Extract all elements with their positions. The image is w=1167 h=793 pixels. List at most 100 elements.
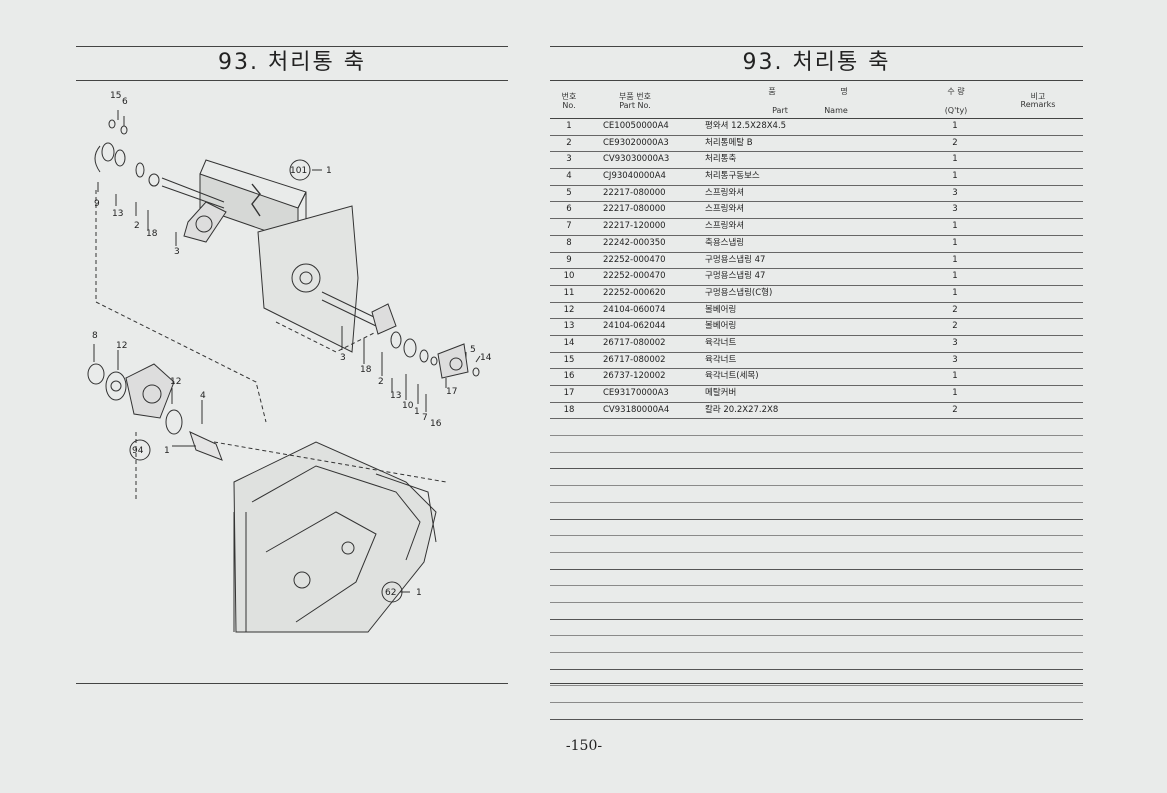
- part-number: 24104-062044: [603, 321, 666, 332]
- table-row: 14 26717-080002 육각너트 3: [550, 336, 1083, 353]
- table-row-empty: [550, 436, 1083, 453]
- header-name-en-1: Part: [772, 106, 788, 115]
- table-row-empty: [550, 586, 1083, 603]
- callout-13: 13: [112, 209, 123, 219]
- part-no-index: 5: [566, 187, 572, 198]
- callout-13b: 13: [390, 391, 401, 401]
- part-no-index: 13: [563, 321, 575, 332]
- part-name: 메탈커버: [705, 388, 737, 398]
- part-no-index: 18: [563, 404, 575, 415]
- right-top-rule: [550, 46, 1083, 47]
- part-qty: 1: [952, 371, 958, 382]
- part-no-index: 11: [563, 287, 575, 298]
- page-number: -150-: [565, 738, 603, 754]
- part-qty: 2: [952, 321, 958, 332]
- part-no-index: 12: [563, 304, 575, 315]
- left-page-title: 93. 처리통 축: [218, 50, 366, 75]
- part-name: 스프링와셔: [705, 221, 745, 232]
- callout-12b: 12: [170, 377, 181, 387]
- part-number: 26737-120002: [603, 371, 666, 382]
- callout-94: 94: [132, 446, 144, 456]
- left-title-rule: [76, 80, 508, 81]
- part-name: 볼베어링: [705, 321, 737, 332]
- part-qty: 3: [952, 337, 958, 348]
- part-no-index: 6: [566, 204, 572, 215]
- table-row: 13 24104-062044 볼베어링 2: [550, 319, 1083, 336]
- part-qty: 2: [952, 404, 958, 415]
- header-no-ko: 번호: [561, 92, 577, 101]
- part-name: 처리통구동보스: [705, 171, 760, 182]
- part-no-index: 15: [563, 354, 575, 365]
- header-remarks-en: Remarks: [1020, 100, 1056, 109]
- part-name: 볼베어링: [705, 304, 737, 315]
- part-number: 22252-000470: [603, 271, 666, 282]
- part-number: 26717-080002: [603, 337, 666, 348]
- part-no-index: 4: [566, 171, 572, 182]
- exploded-parts-diagram: 15 6 9 13 2 18 3 101 1 3 18 2 13 10 1 7 …: [87, 91, 492, 633]
- part-number: CE10050000A4: [603, 121, 669, 131]
- part-name: 평와셔 12.5X28X4.5: [705, 121, 787, 131]
- part-qty: 3: [952, 354, 958, 365]
- part-no-index: 3: [566, 154, 572, 165]
- callout-6: 6: [122, 97, 128, 107]
- callout-15: 15: [110, 91, 121, 101]
- part-name: 육각너트: [705, 337, 737, 348]
- table-row-empty: [550, 653, 1083, 670]
- table-row-empty: [550, 469, 1083, 487]
- part-name: 스프링와셔: [705, 204, 745, 215]
- part-number: 22217-120000: [603, 221, 666, 232]
- part-no-index: 16: [563, 371, 575, 382]
- part-qty: 1: [952, 254, 958, 265]
- left-top-rule: [76, 46, 508, 47]
- part-no-index: 1: [566, 121, 572, 131]
- part-qty: 3: [952, 187, 958, 198]
- callout-2b: 2: [378, 377, 384, 387]
- callout-12a: 12: [116, 341, 127, 351]
- table-row-empty: [550, 553, 1083, 570]
- part-number: CE93170000A3: [603, 388, 669, 398]
- part-name: 구멍용스냅링(C형): [705, 287, 773, 298]
- part-no-index: 9: [566, 254, 572, 265]
- right-title-rule: [550, 80, 1083, 81]
- table-row-empty: [550, 603, 1083, 620]
- callout-8: 8: [92, 331, 98, 341]
- part-qty: 1: [952, 271, 958, 282]
- table-row-empty: [550, 686, 1083, 704]
- part-qty: 1: [952, 154, 958, 165]
- table-row-empty: [550, 703, 1083, 720]
- header-part-en: Part No.: [619, 101, 651, 110]
- right-bottom-rule: [550, 683, 1083, 684]
- table-row-empty: [550, 503, 1083, 520]
- callout-17: 17: [446, 387, 457, 397]
- callout-62-qty: 1: [416, 588, 422, 598]
- part-qty: 1: [952, 287, 958, 298]
- callout-3: 3: [174, 247, 180, 257]
- header-qty-ko: 수 량: [947, 87, 965, 96]
- part-number: CE93020000A3: [603, 137, 669, 148]
- header-qty-en: (Q'ty): [944, 106, 968, 115]
- header-name-ko-2: 명: [840, 87, 848, 96]
- table-row-empty: [550, 620, 1083, 637]
- header-rule: [550, 118, 1083, 119]
- part-number: 22217-080000: [603, 204, 666, 215]
- callout-4: 4: [200, 391, 206, 401]
- header-remarks-ko: 비고: [1030, 92, 1046, 101]
- part-no-index: 14: [563, 337, 575, 348]
- callout-101-qty: 1: [326, 166, 332, 176]
- table-row-empty: [550, 636, 1083, 653]
- callout-2: 2: [134, 221, 140, 231]
- header-no-en: No.: [562, 101, 576, 110]
- part-number: CV93180000A4: [603, 404, 670, 415]
